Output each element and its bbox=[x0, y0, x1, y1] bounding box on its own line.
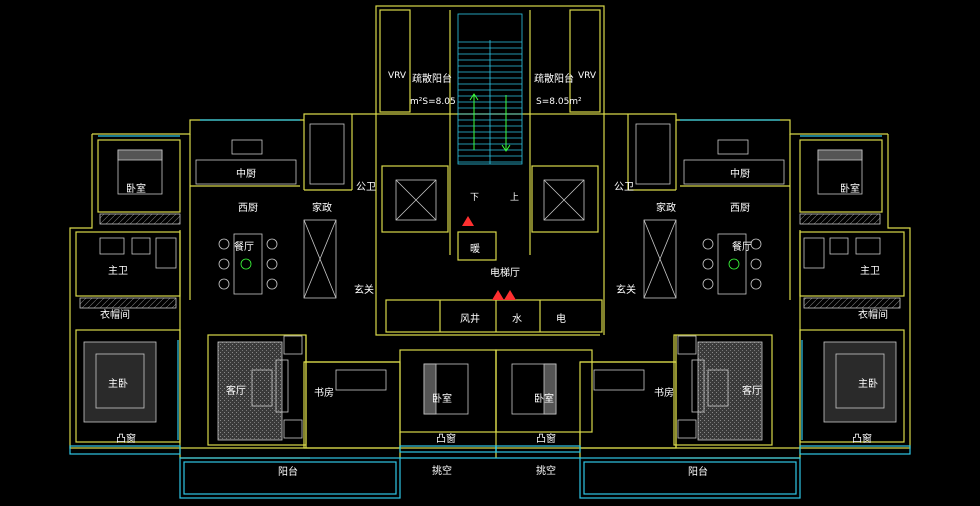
stair-arrows bbox=[469, 93, 511, 152]
heating-label: 暖 bbox=[470, 242, 480, 255]
right-dining-label: 餐厅 bbox=[732, 240, 752, 253]
left-walkin-closet-label: 衣帽间 bbox=[100, 308, 130, 321]
right-bedroom-top-label: 卧室 bbox=[840, 182, 860, 195]
vrv-right-label: VRV bbox=[578, 71, 597, 81]
windows bbox=[69, 119, 911, 499]
water-label: 水 bbox=[512, 313, 522, 325]
left-bay-window-mid-label: 凸窗 bbox=[436, 432, 456, 445]
left-balcony-label: 阳台 bbox=[278, 465, 298, 478]
left-study-label: 书房 bbox=[314, 386, 334, 399]
left-bedroom-bottom-label: 卧室 bbox=[432, 392, 452, 405]
left-entrance-label: 玄关 bbox=[354, 283, 374, 296]
right-housekeeping-label: 家政 bbox=[656, 201, 676, 214]
left-housekeeping-label: 家政 bbox=[312, 201, 332, 214]
left-bay-window-label: 凸窗 bbox=[116, 432, 136, 445]
vrv-left-label: VRV bbox=[388, 71, 407, 81]
fire-markers bbox=[462, 216, 516, 300]
right-entrance-label: 玄关 bbox=[616, 283, 636, 296]
right-overhang-label: 挑空 bbox=[536, 464, 556, 477]
right-western-kitchen-label: 西厨 bbox=[730, 202, 750, 214]
left-overhang-label: 挑空 bbox=[432, 464, 452, 477]
electric-label: 电 bbox=[556, 312, 566, 325]
right-living-room-label: 客厅 bbox=[742, 384, 762, 397]
right-chinese-kitchen-label: 中厨 bbox=[730, 167, 750, 180]
staircase bbox=[457, 13, 523, 165]
walls bbox=[69, 5, 911, 459]
left-dining-label: 餐厅 bbox=[234, 240, 254, 253]
left-master-bath-label: 主卫 bbox=[108, 265, 128, 277]
left-living-room-label: 客厅 bbox=[226, 384, 246, 397]
furniture bbox=[79, 123, 901, 441]
stair-up-label: 上 bbox=[510, 192, 519, 203]
right-study-label: 书房 bbox=[654, 386, 674, 399]
balcony-left-area: m²S=8.05 bbox=[410, 97, 456, 107]
air-shaft-label: 风井 bbox=[460, 312, 480, 325]
elevators bbox=[395, 179, 585, 221]
right-balcony-label: 阳台 bbox=[688, 465, 708, 478]
right-master-bedroom-label: 主卧 bbox=[858, 377, 878, 390]
public-toilet-left-label: 公卫 bbox=[356, 182, 376, 193]
lobby-label: 电梯厅 bbox=[490, 266, 520, 279]
plant-icons bbox=[240, 258, 740, 270]
right-bedroom-bottom-label: 卧室 bbox=[534, 392, 554, 405]
balcony-left-label: 疏散阳台 bbox=[412, 72, 452, 85]
right-bay-window-mid-label: 凸窗 bbox=[536, 432, 556, 445]
left-master-bedroom-label: 主卧 bbox=[108, 377, 128, 390]
balcony-right-area: S=8.05m² bbox=[536, 97, 582, 107]
right-bay-window-label: 凸窗 bbox=[852, 432, 872, 445]
balcony-right-label: 疏散阳台 bbox=[534, 72, 574, 85]
left-western-kitchen-label: 西厨 bbox=[238, 202, 258, 214]
right-walkin-closet-label: 衣帽间 bbox=[858, 308, 888, 321]
left-chinese-kitchen-label: 中厨 bbox=[236, 167, 256, 180]
left-bedroom-top-label: 卧室 bbox=[126, 182, 146, 195]
stair-down-label: 下 bbox=[470, 193, 479, 203]
right-master-bath-label: 主卫 bbox=[860, 265, 880, 277]
public-toilet-right-label: 公卫 bbox=[614, 182, 634, 193]
